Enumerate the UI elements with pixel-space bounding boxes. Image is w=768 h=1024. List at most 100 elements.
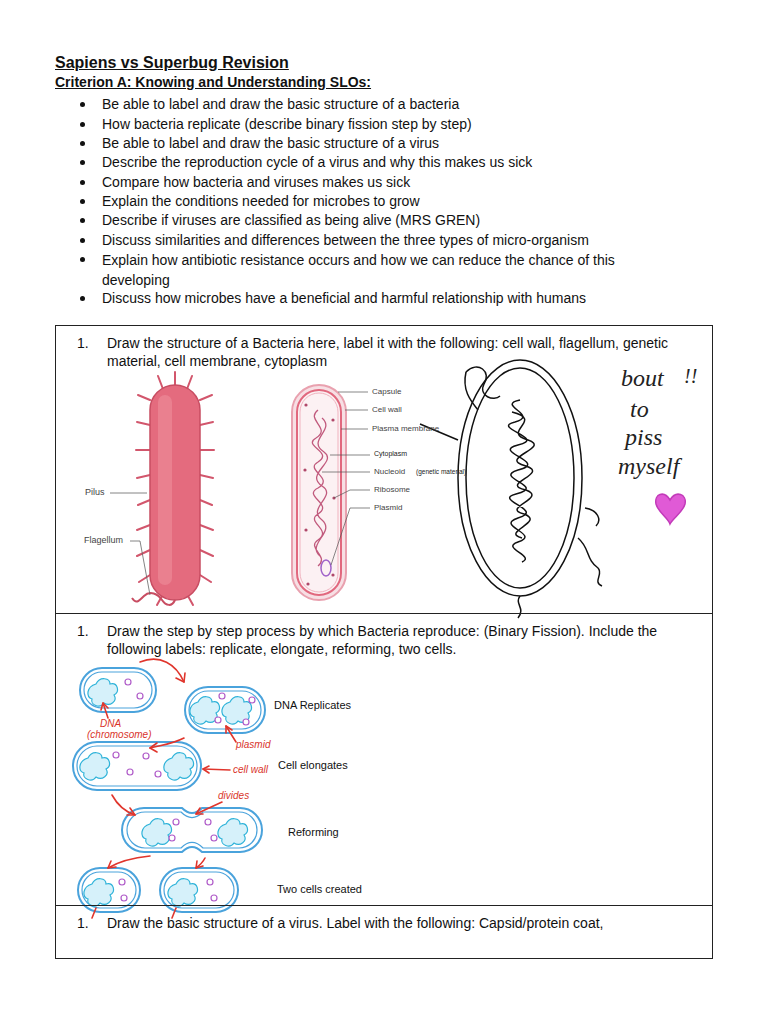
step-label: Cell elongates	[278, 759, 348, 772]
drawing-path	[132, 593, 175, 605]
drawing-circle	[211, 835, 217, 841]
bullet-mark	[80, 102, 85, 107]
drawing-circle	[127, 769, 133, 775]
drawing-path	[150, 743, 157, 752]
drawing-circle	[207, 879, 213, 885]
bullet-mark	[80, 238, 85, 243]
question-box: 1. Draw the step by step process by which…	[55, 613, 713, 906]
bullet-item: Compare how bacteria and viruses makes u…	[102, 174, 410, 191]
drawing-circle	[219, 693, 225, 699]
drawing-circle	[304, 528, 307, 531]
drawing-circle	[121, 895, 127, 901]
drawing-path	[465, 367, 500, 410]
drawing-rect	[73, 742, 201, 790]
drawing-circle	[173, 819, 179, 825]
drawing-circle	[215, 717, 221, 723]
fission-label: DNA	[100, 718, 121, 730]
drawing-path	[164, 753, 194, 780]
drawing-path	[203, 766, 209, 773]
bullet-item: Be able to label and draw the basic stru…	[102, 135, 439, 152]
drawing-rect	[292, 385, 346, 600]
drawing-path	[80, 753, 110, 780]
drawing-ellipse	[321, 560, 331, 576]
drawing-rect	[80, 668, 156, 712]
drawing-path	[84, 879, 114, 906]
drawing-path	[176, 673, 185, 682]
drawing-path	[130, 541, 150, 595]
part-label: Pilus	[85, 487, 105, 498]
bullet-item: Describe the reproduction cycle of a vir…	[102, 154, 532, 171]
drawing-path	[150, 738, 184, 748]
handwritten-note: bout	[621, 364, 664, 393]
drawing-path	[127, 812, 257, 848]
part-label: Ribosome	[374, 485, 410, 495]
section-heading: Criterion A: Knowing and Understanding S…	[55, 74, 371, 91]
bullet-mark	[80, 296, 85, 301]
drawing-path	[112, 795, 135, 815]
drawing-circle	[205, 819, 211, 825]
drawing-ellipse	[466, 368, 574, 588]
drawing-rect	[158, 395, 172, 585]
drawing-path	[136, 372, 214, 605]
drawing-path	[578, 538, 602, 586]
drawing-circle	[331, 418, 334, 421]
drawing-path	[142, 819, 172, 846]
drawing-circle	[243, 719, 249, 725]
fission-label: divides	[218, 790, 249, 802]
heart-doodle	[656, 494, 685, 524]
question-text: Draw the step by step process by which B…	[107, 622, 682, 658]
handwritten-note: to	[630, 395, 649, 424]
drawing-path	[196, 808, 203, 814]
bullet-item: Explain the conditions needed for microb…	[102, 193, 420, 210]
bacterium-pili	[110, 372, 214, 605]
drawing-path	[518, 596, 521, 618]
drawing-circle	[119, 879, 125, 885]
drawing-circle	[304, 403, 307, 406]
drawing-path	[218, 819, 248, 846]
drawing-rect	[150, 385, 200, 600]
drawing-rect	[84, 672, 152, 708]
handwritten-note: !!	[684, 364, 697, 388]
bullet-mark	[80, 180, 85, 185]
question-text: Draw the structure of a Bacteria here, l…	[107, 334, 682, 370]
drawing-rect	[164, 872, 234, 908]
drawing-path	[322, 392, 370, 565]
hand-drawing	[420, 360, 602, 618]
drawing-path	[168, 879, 198, 906]
page-title: Sapiens vs Superbug Revision	[55, 53, 289, 72]
drawing-circle	[143, 753, 149, 759]
drawing-circle	[125, 679, 131, 685]
drawing-rect	[297, 390, 341, 595]
drawing-path	[196, 858, 205, 868]
drawing-circle	[303, 468, 306, 471]
drawing-path	[509, 400, 535, 562]
part-label: Plasmid	[374, 503, 402, 513]
drawing-g	[73, 668, 265, 912]
drawing-ellipse	[458, 360, 582, 596]
question-number: 1.	[77, 622, 89, 640]
drawing-g	[113, 679, 255, 901]
part-label: (genetic material)	[416, 468, 466, 476]
part-label: Plasma membrane	[372, 424, 439, 434]
bullet-mark	[80, 199, 85, 204]
bullet-item: Discuss how microbes have a beneficial a…	[102, 290, 586, 307]
drawing-path	[196, 802, 222, 814]
drawing-path	[312, 410, 327, 566]
bullet-item: How bacteria replicate (describe binary …	[102, 116, 472, 133]
drawing-rect	[77, 746, 197, 786]
drawing-path	[92, 908, 96, 918]
question-number: 1.	[77, 334, 89, 352]
drawing-circle	[331, 573, 334, 576]
part-label: Cell wall	[372, 405, 402, 415]
drawing-path	[88, 679, 118, 706]
drawing-circle	[211, 895, 217, 901]
drawing-path	[203, 769, 230, 770]
drawing-rect	[82, 872, 136, 908]
drawing-circle	[113, 752, 119, 758]
bullet-mark	[80, 257, 85, 262]
drawing-g	[92, 659, 236, 918]
question-box: 1.Draw the basic structure of a virus. L…	[55, 905, 713, 959]
bullet-item: Explain how antibiotic resistance occurs…	[102, 251, 677, 290]
